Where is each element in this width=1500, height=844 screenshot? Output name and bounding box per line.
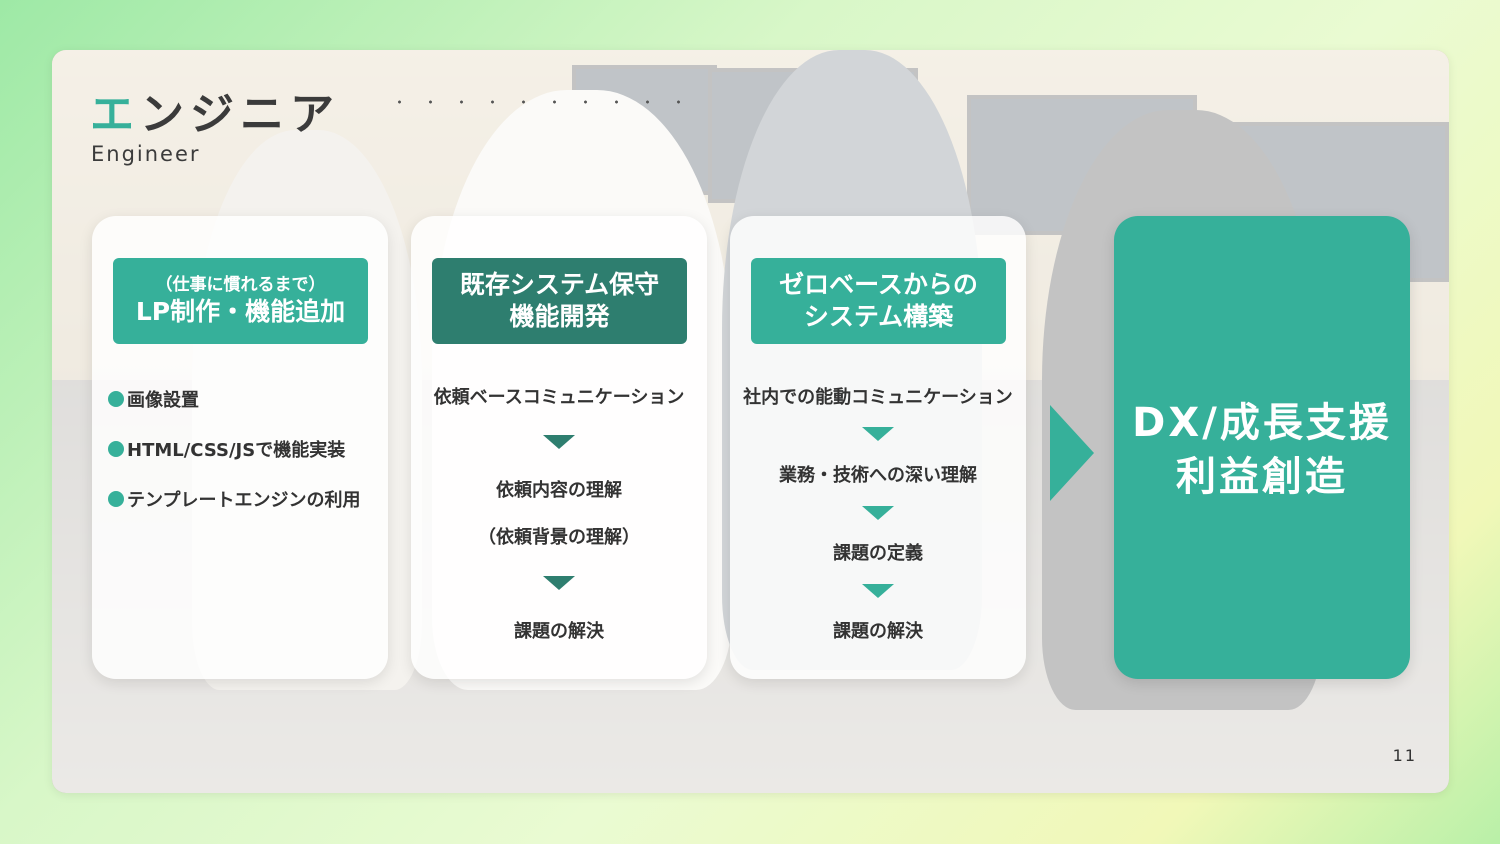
- page-number: 11: [1392, 746, 1417, 765]
- list-item: HTML/CSS/JSで機能実装: [108, 436, 360, 462]
- title-rest: ンジニア: [140, 89, 340, 140]
- result-line-1: DX/成長支援: [1132, 400, 1392, 446]
- page-title: エンジニア: [90, 78, 340, 142]
- card-lp-production: （仕事に慣れるまで） LP制作・機能追加 画像設置 HTML/CSS/JSで機能…: [92, 216, 388, 679]
- card-1-header: （仕事に慣れるまで） LP制作・機能追加: [113, 258, 368, 344]
- card-3-step-3: 課題の定義: [833, 543, 923, 564]
- card-2-header: 既存システム保守 機能開発: [432, 258, 687, 344]
- down-arrow-icon: [862, 427, 894, 441]
- right-arrow-icon: [1050, 405, 1094, 501]
- slide: エンジニア Engineer （仕事に慣れるまで） LP制作・機能追加 画像設置…: [52, 50, 1449, 793]
- card-3-step-4: 課題の解決: [833, 621, 923, 642]
- bullet-dot-icon: [108, 491, 124, 507]
- card-2-step-1: 依頼ベースコミュニケーション: [433, 387, 685, 408]
- card-3-step-2: 業務・技術への深い理解: [779, 465, 977, 486]
- result-card: DX/成長支援 利益創造: [1114, 216, 1410, 679]
- page-subtitle: Engineer: [91, 142, 201, 166]
- card-3-header: ゼロベースからの システム構築: [751, 258, 1006, 344]
- card-1-header-title: LP制作・機能追加: [135, 297, 346, 326]
- card-maintenance: 既存システム保守 機能開発 依頼ベースコミュニケーション 依頼内容の理解 （依頼…: [411, 216, 707, 679]
- title-accent: エ: [90, 89, 140, 140]
- card-system-build: ゼロベースからの システム構築 社内での能動コミュニケーション 業務・技術への深…: [730, 216, 1026, 679]
- list-item: テンプレートエンジンの利用: [108, 486, 360, 512]
- result-text: DX/成長支援 利益創造: [1114, 396, 1410, 504]
- card-2-step-3: 課題の解決: [514, 621, 604, 642]
- down-arrow-icon: [543, 576, 575, 590]
- down-arrow-icon: [862, 506, 894, 520]
- card-1-bullet-list: 画像設置 HTML/CSS/JSで機能実装 テンプレートエンジンの利用: [108, 386, 360, 536]
- card-2-step-2-note: （依頼背景の理解）: [478, 527, 640, 548]
- card-3-header-line2: システム構築: [803, 302, 954, 331]
- card-2-header-line1: 既存システム保守: [459, 270, 660, 299]
- title-dots-decoration: [384, 100, 684, 104]
- bullet-dot-icon: [108, 391, 124, 407]
- card-2-step-2: 依頼内容の理解: [496, 480, 622, 501]
- result-line-2: 利益創造: [1176, 454, 1348, 500]
- down-arrow-icon: [543, 435, 575, 449]
- down-arrow-icon: [862, 584, 894, 598]
- card-2-header-line2: 機能開発: [509, 302, 610, 331]
- card-3-header-line1: ゼロベースからの: [779, 270, 978, 299]
- card-3-step-1: 社内での能動コミュニケーション: [743, 387, 1013, 408]
- card-1-header-note: （仕事に慣れるまで）: [155, 275, 326, 295]
- list-item: 画像設置: [108, 386, 360, 412]
- bullet-dot-icon: [108, 441, 124, 457]
